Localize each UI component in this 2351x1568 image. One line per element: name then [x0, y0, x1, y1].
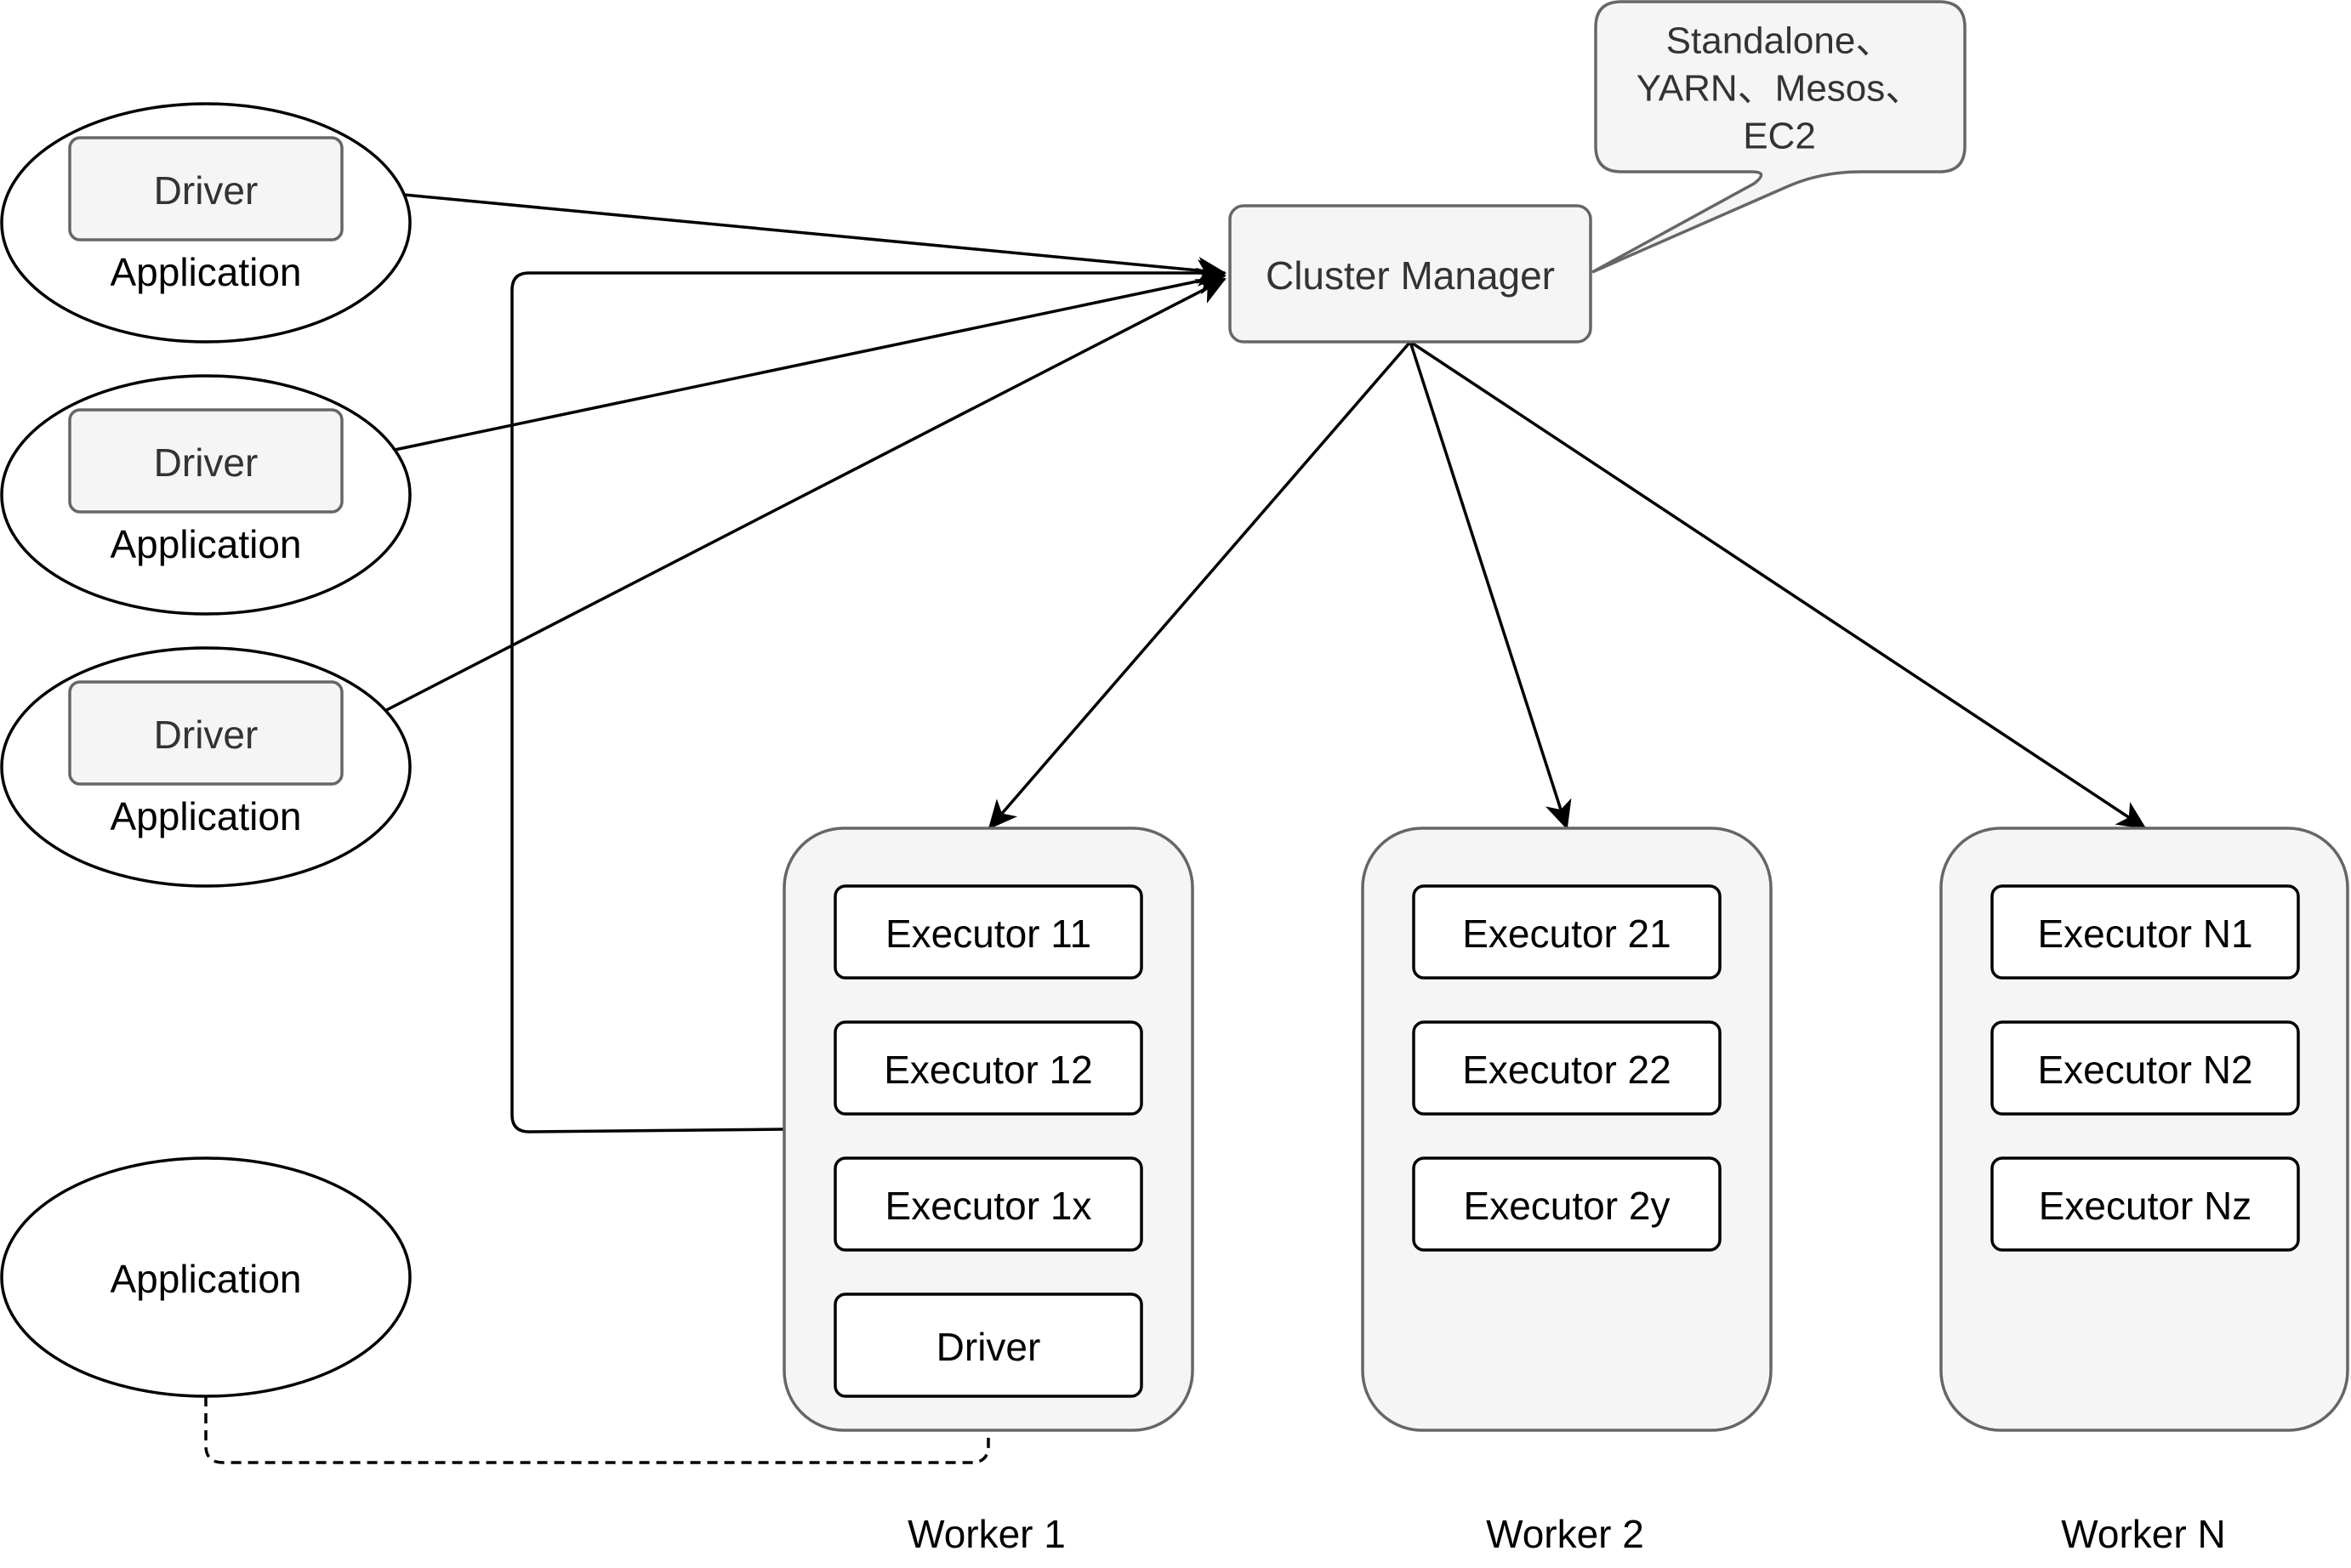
- callout-line-2: YARN、Mesos、: [1637, 68, 1923, 110]
- cluster-manager-label: Cluster Manager: [1266, 253, 1555, 298]
- worker-label: Worker 2: [1486, 1512, 1644, 1556]
- edge-worker1-driver-to-cluster-manager: [510, 259, 1227, 1133]
- application-label: Application: [110, 1257, 301, 1301]
- executor-box[interactable]: [834, 1156, 1143, 1252]
- callout-bubble: [1591, 0, 1967, 274]
- cluster-manager-box[interactable]: [1228, 204, 1592, 344]
- worker-2: Executor 21 Executor 22 Executor 2y Work…: [1361, 827, 1773, 1556]
- connectors: [204, 187, 2147, 1464]
- cluster-manager-node: Cluster Manager: [1228, 204, 1592, 344]
- edge-cluster-manager-to-worker1: [988, 340, 1412, 830]
- edge-driver3-to-cluster-manager: [341, 277, 1227, 735]
- executor-label: Executor 12: [884, 1048, 1092, 1092]
- executor-label: Executor Nz: [2039, 1184, 2252, 1228]
- executor-box[interactable]: [1412, 1020, 1722, 1116]
- executor-label: Executor 21: [1462, 912, 1671, 956]
- application-label: Application: [110, 522, 301, 566]
- application-label: Application: [110, 250, 301, 294]
- driver-label: Driver: [154, 440, 259, 485]
- worker-driver-label: Driver: [936, 1325, 1041, 1369]
- executor-label: Executor 11: [885, 912, 1091, 956]
- worker-n: Executor N1 Executor N2 Executor Nz Work…: [1939, 827, 2349, 1556]
- application-label: Application: [110, 794, 301, 838]
- executor-box[interactable]: [1412, 1156, 1722, 1252]
- edge-application-to-worker1-driver-dashed: [204, 1396, 990, 1464]
- executor-box[interactable]: [1990, 884, 2300, 980]
- edge-driver2-to-cluster-manager: [341, 267, 1227, 463]
- edge-cluster-manager-to-worker2: [1409, 341, 1572, 830]
- application-group-1: Driver Application: [0, 102, 412, 344]
- worker-1: Executor 11 Executor 12 Executor 1x Driv…: [783, 827, 1194, 1556]
- driver-box[interactable]: [68, 680, 344, 786]
- executor-box[interactable]: [834, 1020, 1143, 1116]
- application-group-2: Driver Application: [0, 374, 412, 616]
- driver-label: Driver: [154, 713, 259, 757]
- executor-box[interactable]: [1412, 884, 1722, 980]
- cluster-manager-callout: Standalone、 YARN、Mesos、 EC2: [1591, 0, 1967, 274]
- executor-box[interactable]: [834, 884, 1143, 980]
- worker-driver-box[interactable]: [834, 1292, 1143, 1398]
- executor-label: Executor 2y: [1464, 1184, 1671, 1228]
- executor-label: Executor N1: [2037, 912, 2252, 956]
- edge-cluster-manager-to-workerN: [1409, 340, 2147, 830]
- worker-label: Worker N: [2061, 1512, 2225, 1556]
- executor-box[interactable]: [1990, 1156, 2300, 1252]
- application-ellipse[interactable]: [0, 1156, 412, 1398]
- executor-label: Executor N2: [2037, 1048, 2252, 1092]
- application-group-3: Driver Application: [0, 646, 412, 888]
- callout-line-3: EC2: [1743, 116, 1816, 157]
- edge-driver1-to-cluster-manager: [341, 187, 1227, 284]
- application-group-4: Application: [0, 1156, 412, 1398]
- driver-box[interactable]: [68, 136, 344, 241]
- executor-box[interactable]: [1990, 1020, 2300, 1116]
- driver-box[interactable]: [68, 408, 344, 514]
- driver-label: Driver: [154, 168, 259, 213]
- executor-label: Executor 22: [1462, 1048, 1671, 1092]
- worker-label: Worker 1: [908, 1512, 1066, 1556]
- executor-label: Executor 1x: [885, 1184, 1092, 1228]
- callout-line-1: Standalone、: [1666, 20, 1893, 62]
